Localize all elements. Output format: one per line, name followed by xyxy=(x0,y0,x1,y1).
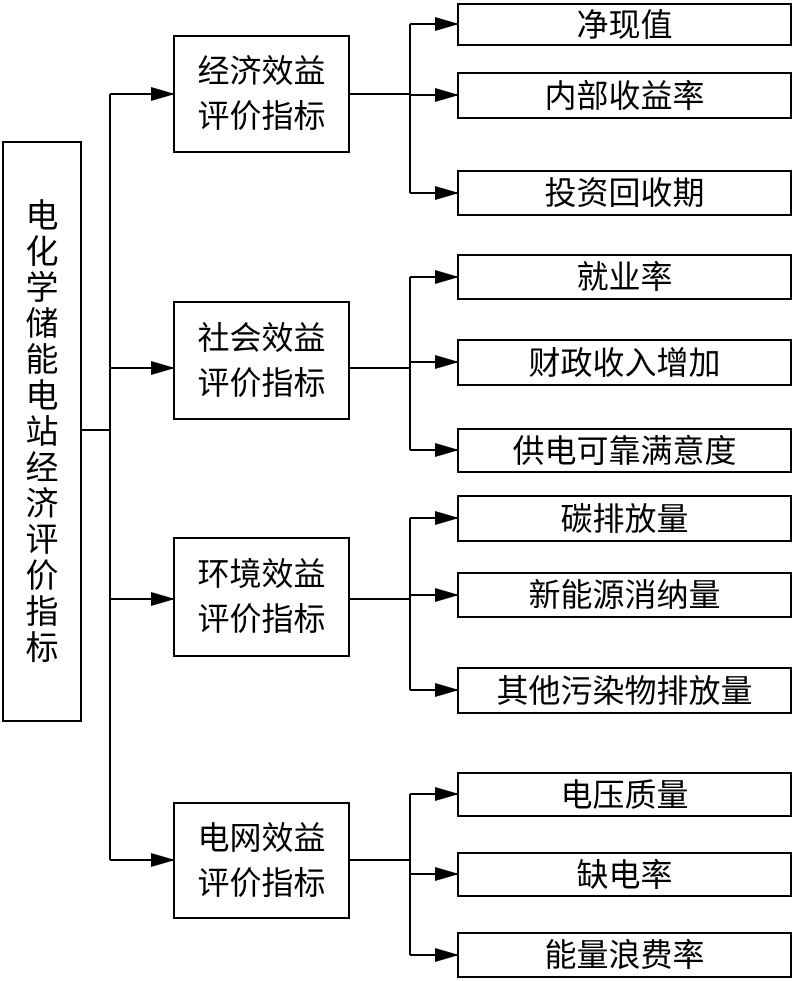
root-char: 储 xyxy=(25,303,59,343)
indicator-box: 净现值 xyxy=(457,3,792,46)
root-char: 标 xyxy=(25,627,59,667)
root-char: 评 xyxy=(25,519,59,559)
root-char: 济 xyxy=(25,483,59,523)
indicator-box: 财政收入增加 xyxy=(457,339,792,386)
root-char: 学 xyxy=(25,267,59,307)
indicator-box: 能量浪费率 xyxy=(457,932,792,978)
indicator-box: 碳排放量 xyxy=(457,495,792,542)
root-char: 能 xyxy=(25,339,59,379)
category-box-economic: 经济效益 评价指标 xyxy=(173,35,350,153)
indicator-box: 其他污染物排放量 xyxy=(457,667,792,714)
indicator-box: 供电可靠满意度 xyxy=(457,428,792,473)
root-char: 经 xyxy=(25,447,59,487)
indicator-box: 缺电率 xyxy=(457,852,792,897)
root-box: 电 化 学 储 能 电 站 经 济 评 价 指 标 xyxy=(2,141,82,722)
root-char: 站 xyxy=(25,411,59,451)
indicator-box: 电压质量 xyxy=(457,772,792,817)
indicator-box: 新能源消纳量 xyxy=(457,572,792,618)
root-char: 电 xyxy=(25,375,59,415)
indicator-box: 就业率 xyxy=(457,254,792,300)
root-char: 指 xyxy=(25,591,59,631)
root-char: 化 xyxy=(25,231,59,271)
indicator-box: 内部收益率 xyxy=(457,72,792,119)
category-box-grid: 电网效益 评价指标 xyxy=(173,802,350,919)
category-box-social: 社会效益 评价指标 xyxy=(173,301,350,420)
indicator-box: 投资回收期 xyxy=(457,170,792,216)
root-char: 价 xyxy=(25,555,59,595)
category-box-environmental: 环境效益 评价指标 xyxy=(173,537,350,657)
root-char: 电 xyxy=(25,195,59,235)
